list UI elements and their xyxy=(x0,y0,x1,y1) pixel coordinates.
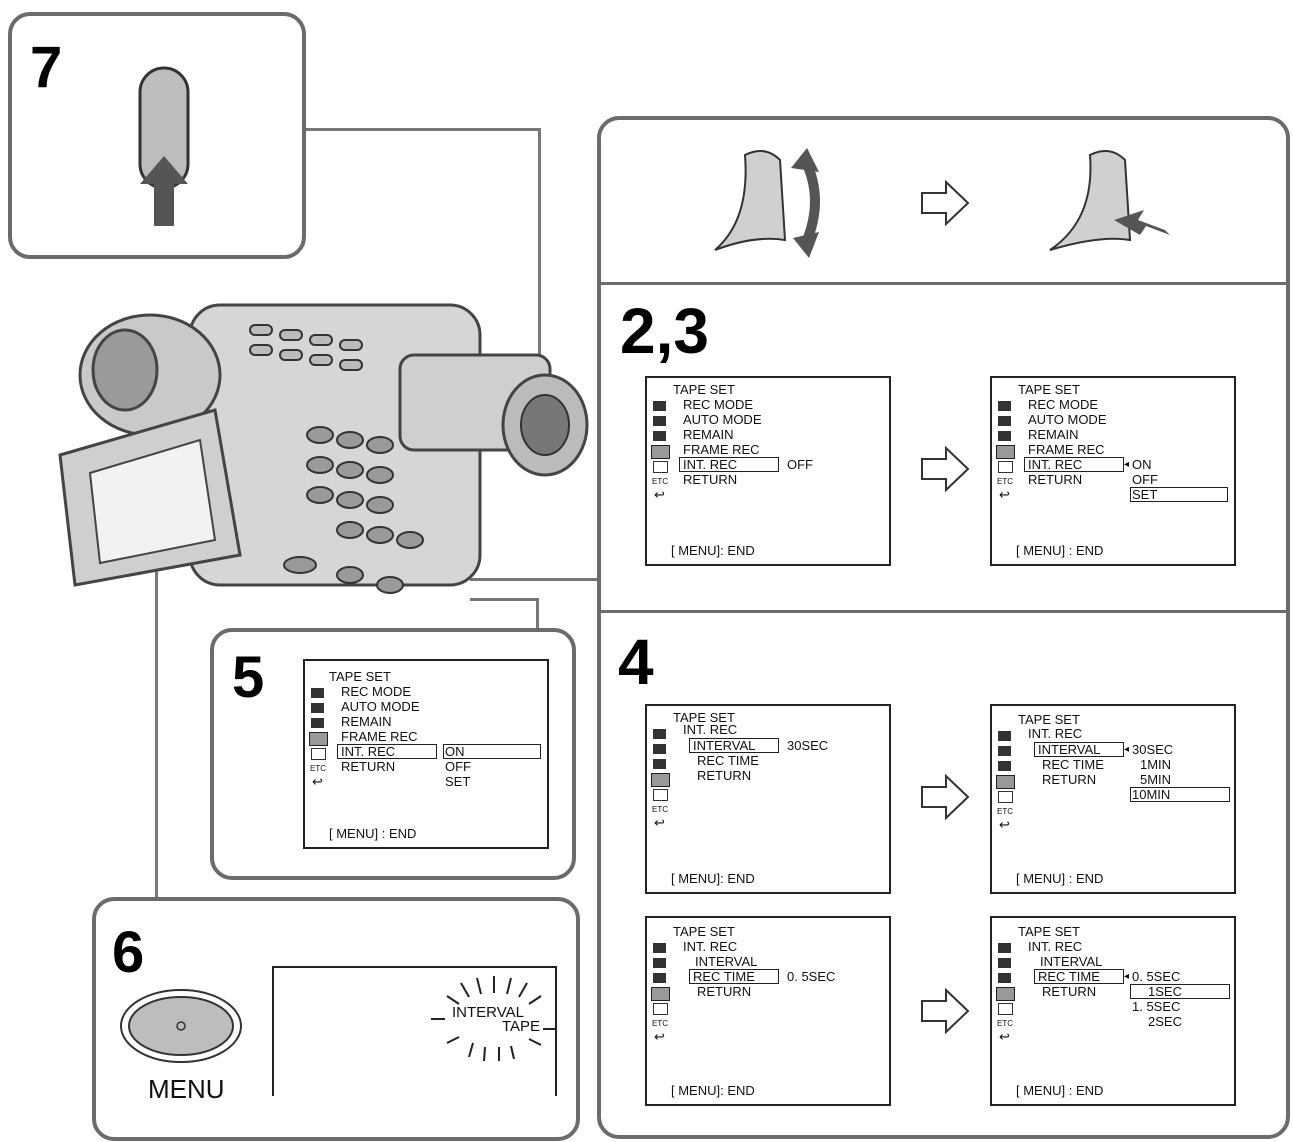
step-7-panel: 7 xyxy=(8,12,306,259)
step-number: 6 xyxy=(112,920,145,985)
return-icon: ↩ xyxy=(654,1029,665,1044)
tape-set-icon xyxy=(651,987,670,1001)
etc-icon: ETC xyxy=(652,477,668,486)
connector-line xyxy=(536,598,539,630)
tape-icon xyxy=(653,973,666,983)
lcd-display: INTERVAL TAPE xyxy=(272,966,557,1096)
connector-line xyxy=(470,598,538,601)
setup-icon xyxy=(998,791,1013,803)
camera-icon xyxy=(998,943,1011,953)
etc-icon: ETC xyxy=(652,805,668,814)
camera-icon xyxy=(998,958,1011,968)
pointer-icon: ◂ xyxy=(1124,459,1130,470)
menu-screen-int-rec-options: TAPE SET REC MODE AUTO MODE REMAIN FRAME… xyxy=(990,376,1236,566)
selection-box xyxy=(689,738,779,753)
menu-button-label: MENU xyxy=(148,1074,225,1104)
selection-box xyxy=(337,744,437,759)
setup-icon xyxy=(653,789,668,801)
step-number: 4 xyxy=(618,626,654,698)
camera-icon xyxy=(653,401,666,411)
etc-icon: ETC xyxy=(652,1019,668,1028)
tape-set-icon xyxy=(651,773,670,787)
arrow-right-icon xyxy=(921,773,970,821)
tape-set-icon xyxy=(996,775,1015,789)
tape-set-icon xyxy=(651,445,670,459)
selection-box xyxy=(679,457,779,472)
etc-icon: ETC xyxy=(997,1019,1013,1028)
tape-indicator: TAPE xyxy=(502,1018,541,1035)
section-divider xyxy=(599,282,1288,285)
camera-icon xyxy=(653,958,666,968)
return-icon: ↩ xyxy=(999,1029,1010,1044)
tape-set-icon xyxy=(996,987,1015,1001)
camera-icon xyxy=(998,746,1011,756)
tape-icon xyxy=(653,431,666,441)
camera-icon xyxy=(311,703,324,713)
tape-set-icon xyxy=(309,732,328,746)
selection-box xyxy=(689,969,779,984)
selection-box xyxy=(1024,457,1124,472)
etc-icon: ETC xyxy=(997,807,1013,816)
step-number: 2,3 xyxy=(620,295,709,367)
selection-box xyxy=(1130,787,1230,802)
menu-screen-int-rec: TAPE SET INT. REC INTERVAL 30SEC REC TIM… xyxy=(645,704,891,894)
camera-icon xyxy=(653,416,666,426)
camera-icon xyxy=(653,943,666,953)
menu-screen-tape-set: TAPE SET REC MODE AUTO MODE REMAIN FRAME… xyxy=(645,376,891,566)
menu-screen-interval-options: TAPE SET INT. REC INTERVAL ◂ 30SEC REC T… xyxy=(990,704,1236,894)
return-icon: ↩ xyxy=(999,487,1010,502)
pointer-icon: ◂ xyxy=(1124,971,1130,982)
step-number: 5 xyxy=(232,645,265,710)
setup-icon xyxy=(998,461,1013,473)
start-stop-button-icon xyxy=(138,66,190,226)
tape-icon xyxy=(998,761,1011,771)
return-icon: ↩ xyxy=(312,774,323,789)
return-icon: ↩ xyxy=(654,815,665,830)
selection-box xyxy=(1130,487,1228,502)
camera-icon xyxy=(998,401,1011,411)
menu-screen-rec-time: TAPE SET INT. REC INTERVAL REC TIME 0. 5… xyxy=(645,916,891,1106)
camcorder-illustration xyxy=(58,303,589,594)
selection-box xyxy=(1034,969,1124,984)
step-number: 7 xyxy=(30,35,63,100)
pointer-icon: ◂ xyxy=(1124,744,1130,755)
selection-box xyxy=(443,744,541,759)
tape-icon xyxy=(998,431,1011,441)
setup-icon xyxy=(311,748,326,760)
tape-icon xyxy=(311,718,324,728)
camera-icon xyxy=(998,416,1011,426)
arrow-right-icon xyxy=(921,445,970,493)
camera-icon xyxy=(653,729,666,739)
menu-button-icon xyxy=(120,989,242,1063)
control-dial-press-icon xyxy=(1049,150,1170,251)
connector-line xyxy=(470,578,600,581)
camera-icon xyxy=(311,688,324,698)
tape-icon xyxy=(653,759,666,769)
blink-rays-icon xyxy=(431,976,557,1062)
connector-line xyxy=(155,517,158,900)
etc-icon: ETC xyxy=(310,764,326,773)
setup-icon xyxy=(998,1003,1013,1015)
arrow-right-icon xyxy=(921,179,970,227)
camera-icon xyxy=(653,744,666,754)
control-dial-turn-icon xyxy=(714,148,820,258)
arrow-right-icon xyxy=(921,987,970,1035)
menu-screen-step-5: TAPE SET REC MODE AUTO MODE REMAIN FRAME… xyxy=(303,659,549,849)
section-divider xyxy=(599,610,1288,613)
menu-screen-rec-time-options: TAPE SET INT. REC INTERVAL REC TIME ◂ 0.… xyxy=(990,916,1236,1106)
etc-icon: ETC xyxy=(997,477,1013,486)
return-icon: ↩ xyxy=(654,487,665,502)
connector-line xyxy=(538,128,541,378)
camera-icon xyxy=(998,731,1011,741)
setup-icon xyxy=(653,1003,668,1015)
tape-set-icon xyxy=(996,445,1015,459)
tape-icon xyxy=(998,973,1011,983)
setup-icon xyxy=(653,461,668,473)
connector-line xyxy=(305,128,541,131)
return-icon: ↩ xyxy=(999,817,1010,832)
selection-box xyxy=(1130,984,1230,999)
interval-indicator: INTERVAL xyxy=(452,1004,524,1021)
selection-box xyxy=(1034,742,1124,757)
